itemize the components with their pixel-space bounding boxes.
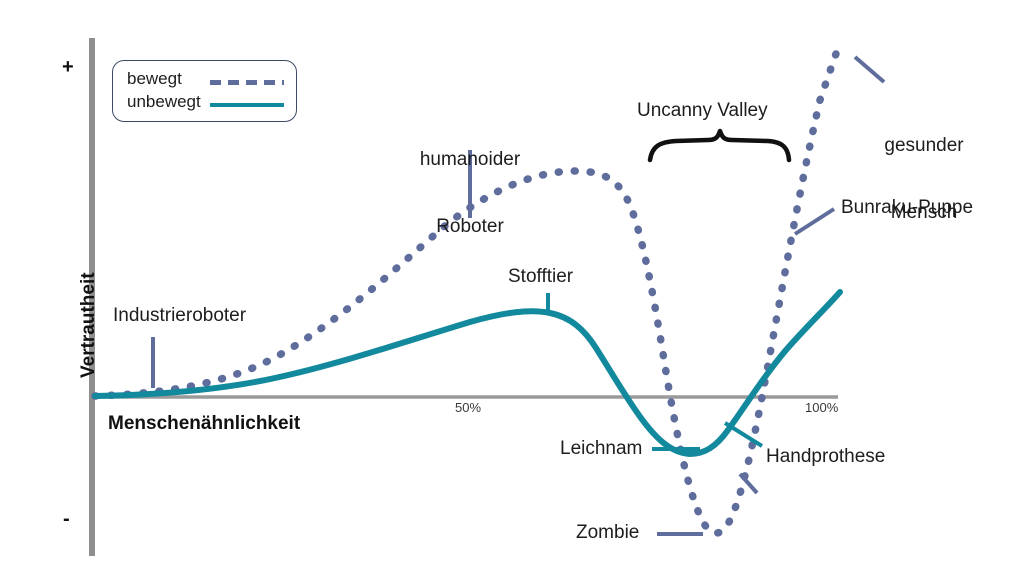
annotation-handprothese: Handprothese (766, 446, 886, 467)
annotation-uncanny-valley: Uncanny Valley (637, 100, 768, 121)
curve-unbewegt (92, 289, 843, 457)
x-axis-label: Menschenähnlichkeit (108, 413, 301, 434)
annotation-stofftier: Stofftier (508, 266, 574, 287)
y-axis-label: Vertrautheit (78, 272, 99, 378)
annotation-humanoider-roboter: humanoider Roboter (400, 104, 540, 283)
legend-item-unbewegt: unbewegt (113, 92, 296, 116)
annotation-humanoider-roboter-line1: humanoider (419, 148, 521, 170)
annotation-leichnam: Leichnam (560, 438, 643, 459)
leader-handprothese (723, 421, 764, 448)
annotation-industrieroboter: Industrieroboter (113, 305, 247, 326)
legend-swatch-dashed-icon (210, 80, 284, 85)
uncanny-valley-brace (647, 128, 792, 163)
legend-label-unbewegt: unbewegt (127, 92, 201, 111)
annotation-gesunder-mensch-line2: Mensch (890, 202, 958, 224)
leader-bunraku-puppe (793, 207, 836, 236)
legend-label-bewegt: bewegt (127, 69, 182, 88)
y-axis-negative-sign: - (63, 508, 70, 530)
y-axis-positive-sign: + (62, 56, 74, 78)
curve-bewegt (91, 44, 842, 537)
annotation-humanoider-roboter-line2: Roboter (436, 216, 504, 238)
legend-swatch-solid-icon (210, 103, 284, 107)
annotation-gesunder-mensch: gesunder Mensch (868, 90, 980, 269)
annotation-zombie: Zombie (576, 522, 640, 543)
legend-item-bewegt: bewegt (113, 69, 296, 93)
leader-handprothese-secondary (738, 472, 759, 495)
annotation-bunraku-puppe: Bunraku-Puppe (841, 197, 974, 218)
x-tick-100: 100% (805, 400, 839, 415)
x-tick-50: 50% (455, 400, 482, 415)
legend: bewegt unbewegt (112, 60, 297, 122)
annotation-gesunder-mensch-line1: gesunder (884, 134, 964, 156)
leader-gesunder-mensch (853, 55, 886, 84)
